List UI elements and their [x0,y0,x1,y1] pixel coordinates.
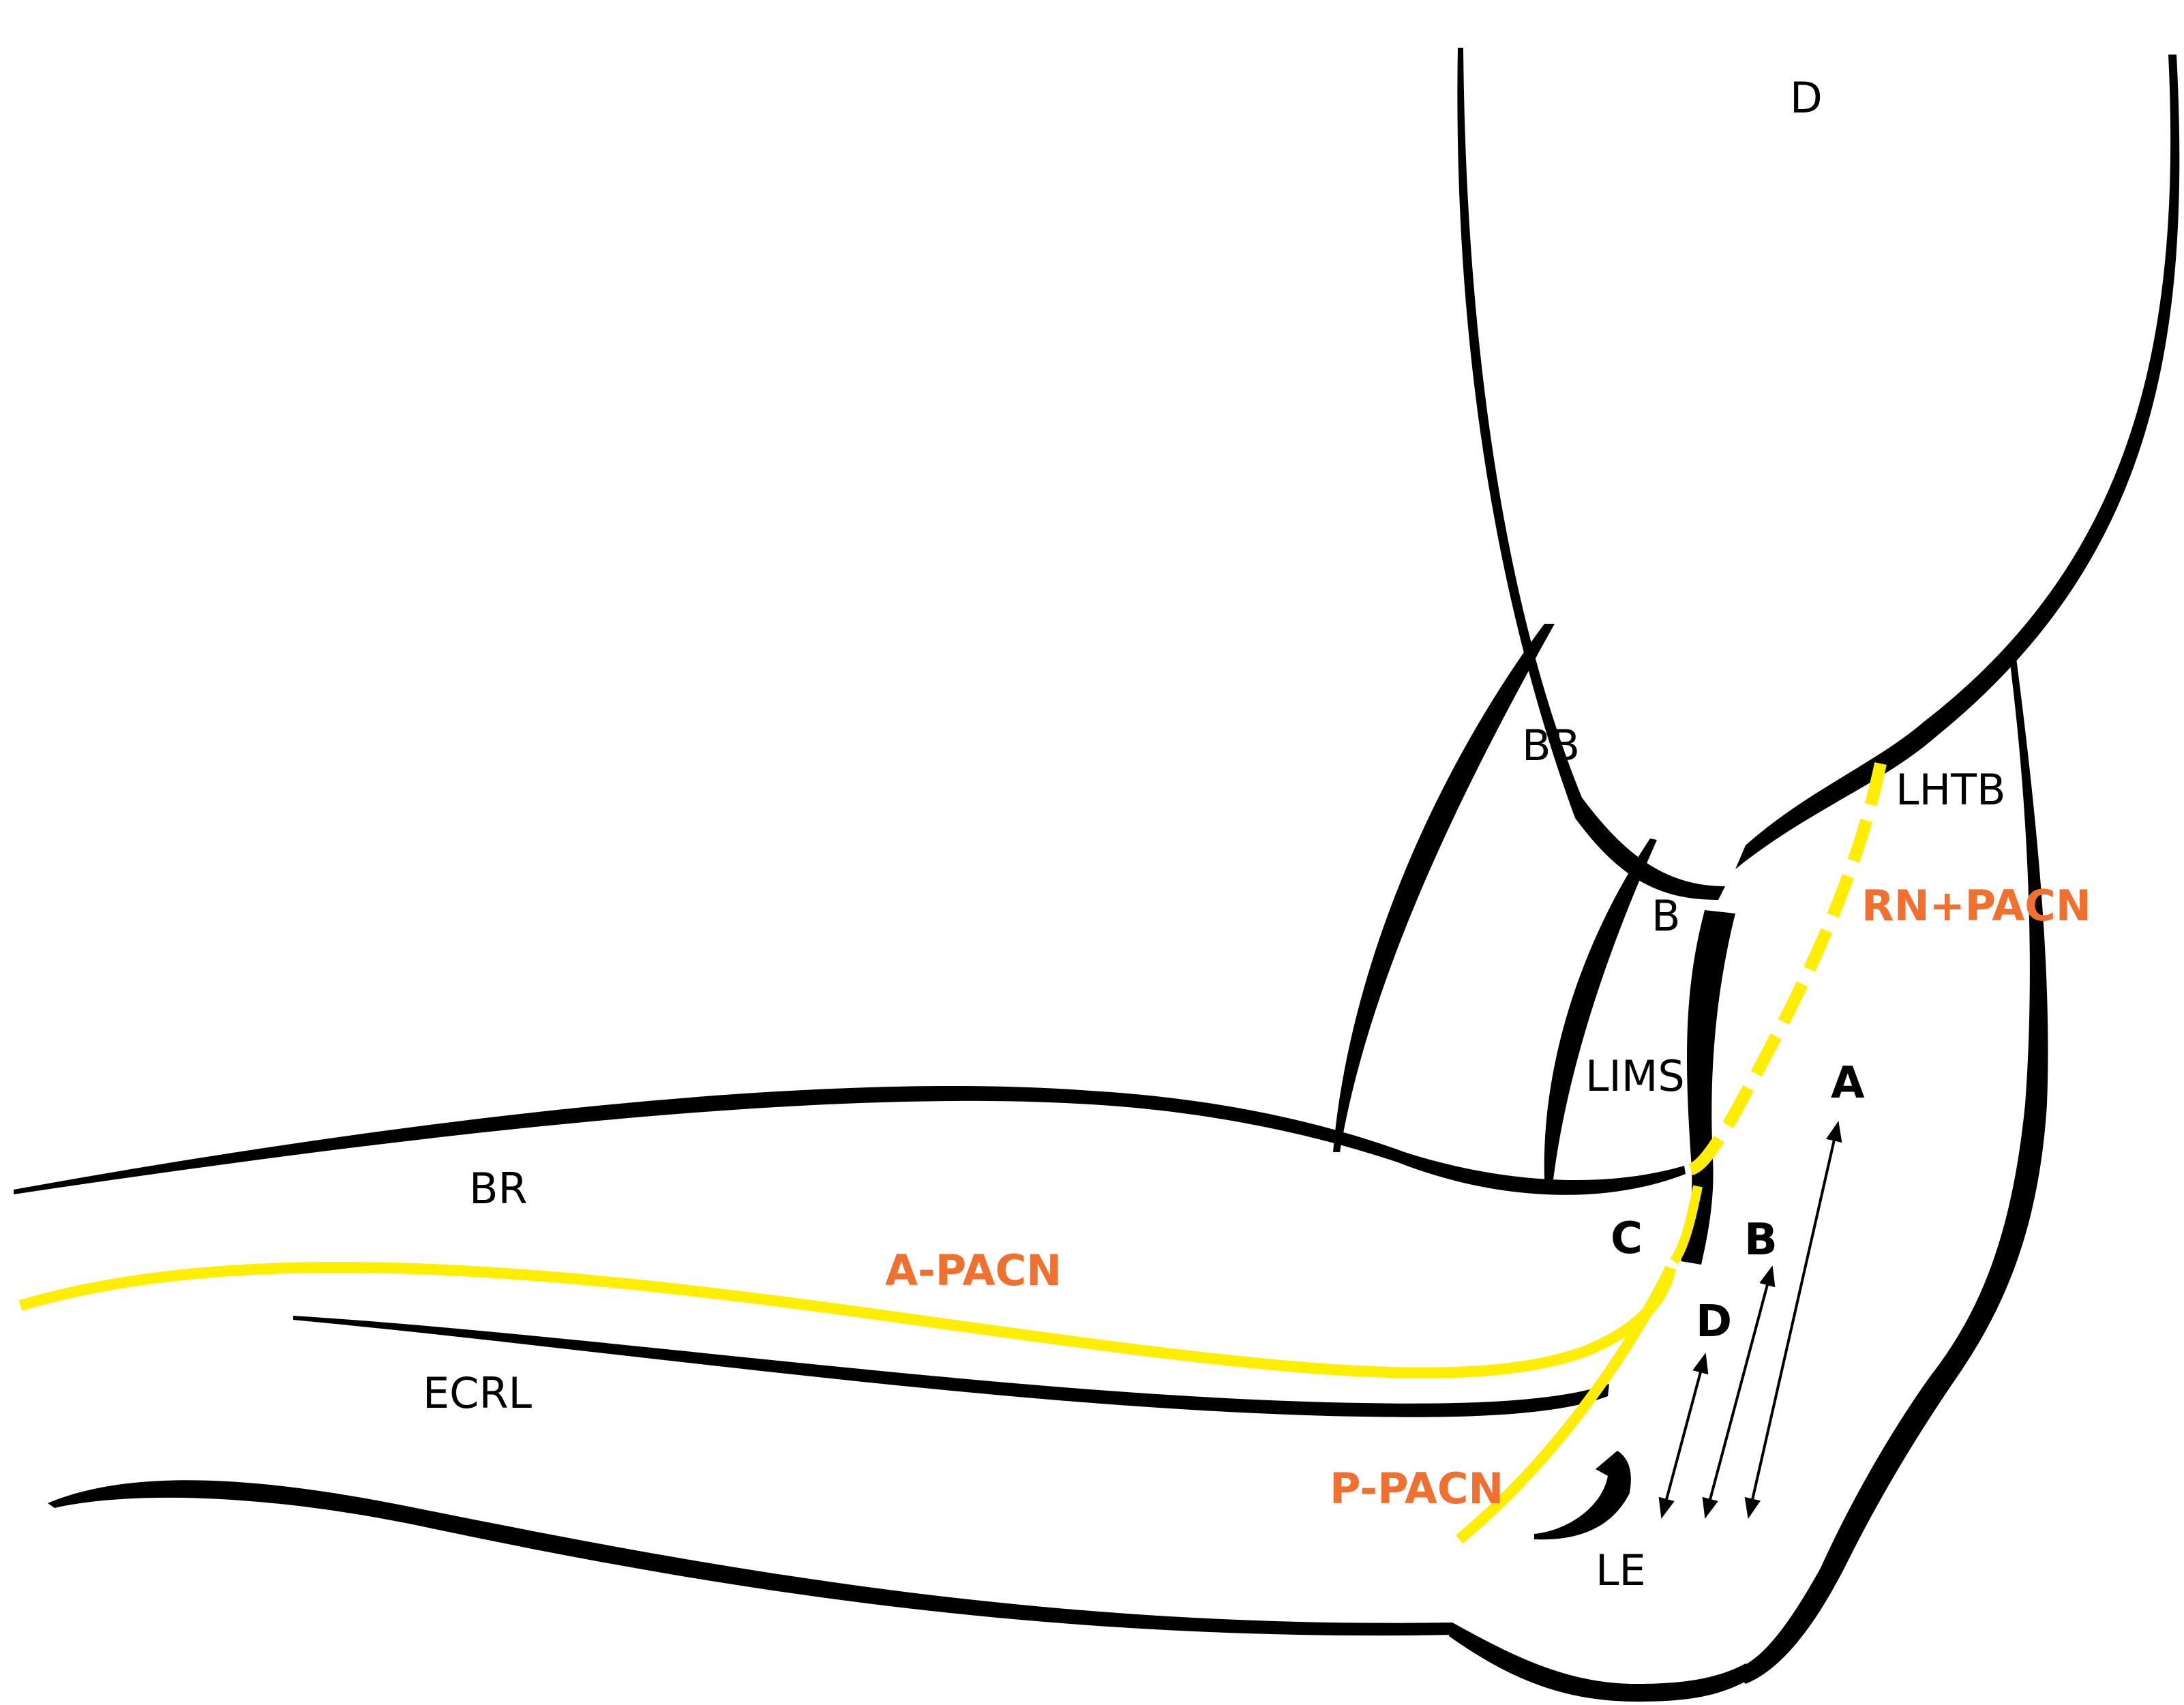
label-brachioradialis: BR [469,1164,528,1213]
lims-septum [1681,910,1735,1265]
label-p-pacn: P-PACN [1330,1464,1504,1513]
label-brachialis: B [1651,891,1681,941]
lhtb-posterior-contour [1732,648,2048,1684]
bb-anterior-contour [1333,624,1555,1152]
ecrl-contour [293,1316,1609,1417]
elbow-bottom-contour [1449,1623,1751,1702]
p-pacn-nerve [1455,1265,1676,1544]
deltoid-left-contour [1457,48,1725,900]
label-lhtb: LHTB [1896,765,2006,815]
brachialis-contour [1544,839,1657,1179]
label-biceps-brachii: BB [1522,721,1580,770]
measurement-arrow-d [1658,1353,1709,1519]
br-upper-contour [14,1086,1686,1195]
rn-pacn-nerve-dashed [1684,762,1887,1176]
label-deltoid: D [1790,73,1823,123]
le-lateral-epicondyle [1534,1451,1631,1540]
label-lateral-epicondyle: LE [1596,1545,1646,1595]
measurement-arrow-a [1744,1121,1842,1519]
label-measure-b: B [1744,1215,1778,1265]
measurement-arrow-b [1702,1265,1776,1519]
label-rn-pacn: RN+PACN [1861,881,2091,931]
forearm-bottom-contour [48,1480,1456,1636]
label-measure-a: A [1831,1058,1865,1108]
a-pacn-nerve [18,1261,1676,1378]
label-measure-c: C [1611,1213,1643,1264]
label-measure-d: D [1696,1297,1732,1347]
label-ecrl: ECRL [423,1368,533,1418]
rn-pacn-nerve-lower [1670,1185,1703,1265]
label-a-pacn: A-PACN [885,1246,1062,1295]
deltoid-right-contour [1735,55,2180,869]
label-lims: LIMS [1585,1051,1685,1101]
